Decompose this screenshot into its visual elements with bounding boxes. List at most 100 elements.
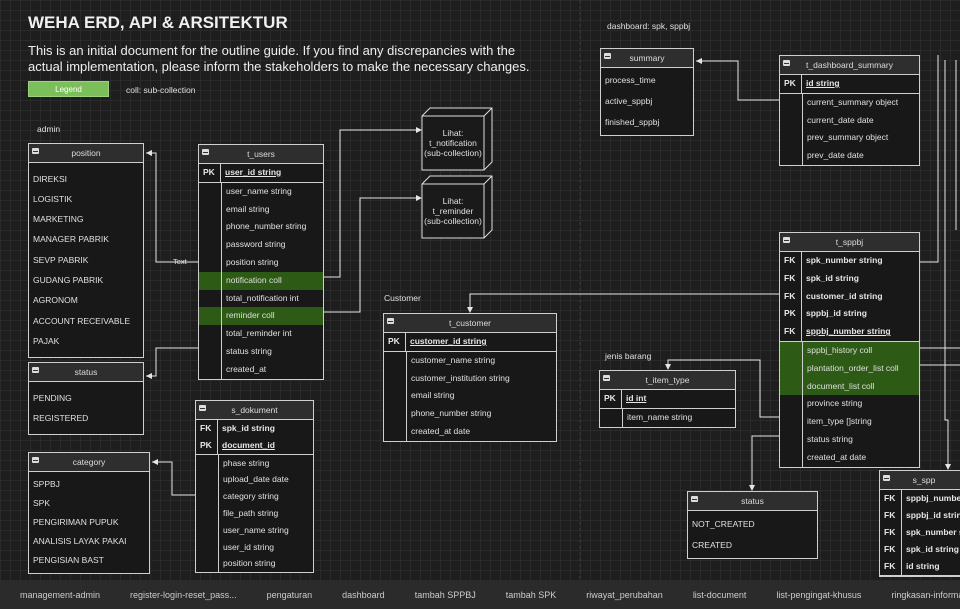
collapse-icon[interactable] <box>202 149 209 155</box>
page-tab[interactable]: riwayat_perubahan <box>586 590 663 600</box>
collapse-icon[interactable] <box>783 237 790 243</box>
table-header[interactable]: t_users <box>199 145 323 164</box>
field-row[interactable]: user_id string <box>223 541 275 552</box>
table-header[interactable]: status <box>29 363 143 382</box>
field-row[interactable]: password string <box>226 239 286 250</box>
field-row[interactable]: position string <box>226 256 279 267</box>
field-row[interactable]: reminder coll <box>199 307 323 326</box>
field-row[interactable]: MARKETING <box>33 214 84 225</box>
field-row[interactable]: customer_institution string <box>411 372 510 383</box>
field-row[interactable]: document_list coll <box>780 377 919 396</box>
field-row[interactable]: PENDING <box>33 392 72 403</box>
field-row[interactable]: SEVP PABRIK <box>33 254 89 265</box>
table-header[interactable]: position <box>29 144 143 163</box>
collapse-icon[interactable] <box>691 496 698 502</box>
field-row[interactable]: user_name string <box>226 185 292 196</box>
field-row[interactable]: MANAGER PABRIK <box>33 234 109 245</box>
table-summary[interactable]: summary process_time active_sppbj finished_… <box>600 48 694 136</box>
field-row[interactable]: process_time <box>605 75 656 85</box>
table-header[interactable]: s_spp <box>880 471 960 490</box>
collapse-icon[interactable] <box>883 475 890 481</box>
page-tab[interactable]: dashboard <box>342 590 385 600</box>
field-row[interactable]: province string <box>807 398 863 409</box>
collapse-icon[interactable] <box>783 60 790 66</box>
table-header[interactable]: category <box>29 453 149 472</box>
field-row[interactable]: PENGISIAN BAST <box>33 555 104 565</box>
collapse-icon[interactable] <box>32 457 39 463</box>
field-row[interactable]: file_path string <box>223 507 279 518</box>
collapse-icon[interactable] <box>199 405 206 411</box>
field-row[interactable]: position string <box>223 558 276 569</box>
collapse-icon[interactable] <box>604 53 611 59</box>
table-header[interactable]: summary <box>601 49 693 68</box>
field-row[interactable]: current_date date <box>807 114 874 125</box>
table-header[interactable]: s_dokument <box>196 401 313 420</box>
field-row[interactable]: notification coll <box>199 271 323 290</box>
field-row[interactable]: total_reminder int <box>226 328 292 339</box>
field-row[interactable]: item_type []string <box>807 416 872 427</box>
field-row[interactable]: plantation_order_list coll <box>780 359 919 378</box>
legend-button[interactable]: Legend <box>28 81 109 97</box>
field-row[interactable]: SPK <box>33 498 51 508</box>
field-row[interactable]: email string <box>411 390 455 401</box>
field-row[interactable]: CREATED <box>692 539 732 550</box>
field-row[interactable]: ANALISIS LAYAK PAKAI <box>33 536 127 546</box>
field-row[interactable]: created_at date <box>411 425 471 436</box>
field-row[interactable]: GUDANG PABRIK <box>33 274 104 285</box>
page-tab[interactable]: register-login-reset_pass... <box>130 590 237 600</box>
page-tab[interactable]: pengaturan <box>266 590 313 600</box>
field-row[interactable]: phone_number string <box>226 221 307 232</box>
collapse-icon[interactable] <box>387 318 394 324</box>
field-row[interactable]: total_notification int <box>226 292 299 303</box>
field-row[interactable]: SPPBJ <box>33 479 60 489</box>
page-tab[interactable]: tambah SPPBJ <box>414 590 476 600</box>
field-row[interactable]: finished_sppbj <box>605 117 660 127</box>
table-header[interactable]: t_item_type <box>600 371 735 390</box>
page-tab[interactable]: tambah SPK <box>505 590 557 600</box>
field-row[interactable]: sppbj_history coll <box>780 341 919 360</box>
page-tab[interactable]: ringkasan-informasi <box>891 590 960 600</box>
field-row[interactable]: customer_name string <box>411 354 496 365</box>
page-tab[interactable]: management-admin <box>20 590 101 600</box>
field-row[interactable]: NOT_CREATED <box>692 519 755 529</box>
field-row[interactable]: active_sppbj <box>605 96 653 106</box>
field-row[interactable]: AGRONOM <box>33 295 78 306</box>
field-row[interactable]: created_at <box>226 363 267 374</box>
field-row[interactable]: DIREKSI <box>33 173 68 184</box>
field-row[interactable]: status string <box>226 345 272 356</box>
field-row[interactable]: item_name string <box>627 411 693 422</box>
collapse-icon[interactable] <box>603 375 610 381</box>
field-row[interactable]: upload_date date <box>223 474 289 485</box>
collapse-icon[interactable] <box>32 148 39 154</box>
table-header[interactable]: t_sppbj <box>780 233 919 252</box>
field-row[interactable]: created_at date <box>807 451 867 462</box>
field-row[interactable]: status string <box>807 433 853 444</box>
field-row[interactable]: category string <box>223 491 279 502</box>
field-row[interactable]: PENGIRIMAN PUPUK <box>33 517 119 527</box>
field-row[interactable]: ACCOUNT RECEIVABLE <box>33 315 130 326</box>
collapse-icon[interactable] <box>32 367 39 373</box>
